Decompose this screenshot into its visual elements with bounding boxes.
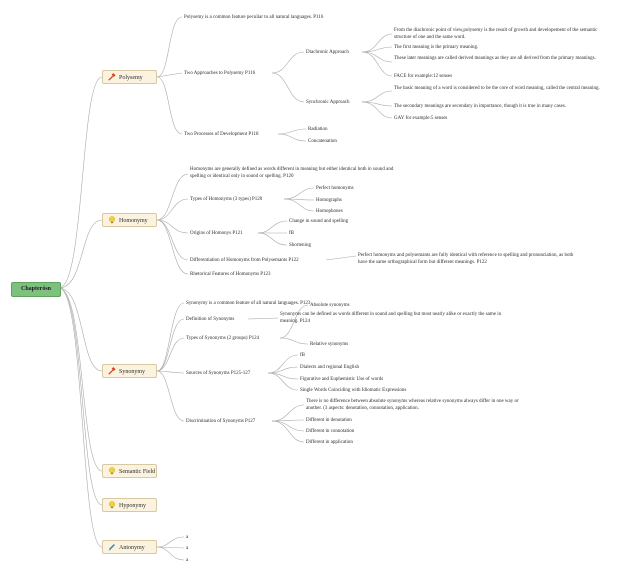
diachronic-item[interactable]: The first meaning is the primary meaning… <box>394 45 479 50</box>
synonym-discrimination[interactable]: Discrimination of Synonyms P127 <box>186 419 256 424</box>
topic-polysemy[interactable]: Polysemy <box>102 70 157 84</box>
homonym-origins[interactable]: Origins of Homonys P121 <box>190 231 243 236</box>
antonymy-item[interactable]: a <box>186 558 189 563</box>
synchronic-item[interactable]: GAY for example:5 senses <box>394 116 448 121</box>
synonym-types[interactable]: Types of Synonyms (2 groups) P124 <box>186 336 260 341</box>
synonym-sources[interactable]: Sources of Synonyms P125-127 <box>186 371 251 376</box>
source-item[interactable]: fB <box>300 353 305 358</box>
hammer-icon <box>108 366 116 375</box>
topic-label: Polysemy <box>119 75 143 81</box>
lightbulb-icon <box>109 466 115 474</box>
synchronic-item[interactable]: The secondary meanings are secondary in … <box>394 104 567 109</box>
antonymy-item[interactable]: a <box>186 535 189 540</box>
polysemy-processes[interactable]: Two Processes of Development P118 <box>184 132 259 137</box>
hammer-icon <box>108 72 116 81</box>
homonym-type-item[interactable]: Homophones <box>316 209 343 214</box>
discrimination-item[interactable]: There is no difference between absolute … <box>306 399 519 411</box>
synchronic-item[interactable]: The basic meaning of a word is considere… <box>394 86 600 91</box>
antonymy-item[interactable]: a <box>186 546 189 551</box>
discrimination-item[interactable]: Different in denotation <box>306 418 352 423</box>
topic-hyponymy[interactable]: Hyponymy <box>102 498 157 512</box>
topic-label: Hyponymy <box>119 503 146 509</box>
synonymy-common-note[interactable]: Synonymy is a common feature of all natu… <box>186 301 311 306</box>
polysemy-approaches[interactable]: Two Approaches to Polysemy P116 <box>184 71 256 76</box>
topic-label: Antonymy <box>119 545 145 551</box>
topic-label: Synonymy <box>119 369 146 375</box>
topic-label: Semantic Field <box>119 469 156 475</box>
central-topic[interactable]: Chapterósn <box>11 282 61 297</box>
origin-item[interactable]: Change in sound and spelling <box>289 219 349 224</box>
discrimination-item[interactable]: Different in application <box>306 440 353 445</box>
pen-icon <box>108 543 115 550</box>
source-item[interactable]: Single Words Coinciding with Idiomatic E… <box>300 388 407 393</box>
source-item[interactable]: Figurative and Euphemistic Use of words <box>300 377 384 382</box>
source-item[interactable]: Dialects and regional English <box>300 365 360 370</box>
synonym-type-item[interactable]: Absolute synonyms <box>310 303 350 308</box>
polysemy-common-note[interactable]: Polysemy is a common feature peculiar to… <box>184 15 324 20</box>
diachronic-item[interactable]: From the diachronic point of view,polyse… <box>394 28 598 40</box>
homonym-type-item[interactable]: Homographs <box>316 198 342 203</box>
lightbulb-icon <box>109 500 115 508</box>
origin-item[interactable]: Shortening <box>289 243 311 248</box>
homonym-differentiation[interactable]: Differentiation of Homonyms from Polysem… <box>190 258 299 263</box>
homonym-rhetorical[interactable]: Rhetorical Features of Homonyms P123 <box>190 272 271 277</box>
lightbulb-icon <box>109 215 115 223</box>
synchronic-approach[interactable]: Synchronic Approach <box>306 100 350 105</box>
topic-homonymy[interactable]: Homonymy <box>102 213 157 227</box>
topic-label: Homonymy <box>119 218 148 224</box>
topic-semantic-field[interactable]: Semantic Field <box>102 464 157 478</box>
process-item[interactable]: Concatenation <box>308 139 337 144</box>
topic-synonymy[interactable]: Synonymy <box>102 364 157 378</box>
process-item[interactable]: Radiation <box>308 127 328 132</box>
diachronic-approach[interactable]: Diachronic Approach <box>306 50 349 55</box>
topic-antonymy[interactable]: Antonymy <box>102 540 157 554</box>
synonym-type-item[interactable]: Relative synonyms <box>310 342 349 347</box>
discrimination-item[interactable]: Different in connotation <box>306 429 355 434</box>
homonym-types[interactable]: Types of Homonyms (3 types) P120 <box>190 197 263 202</box>
synonym-definition-text[interactable]: Synonyms can be defined as words differe… <box>280 312 502 324</box>
homonymy-definition[interactable]: Homonyms are generally defined as words … <box>190 167 394 179</box>
homonym-type-item[interactable]: Perfect homonyms <box>316 186 354 191</box>
differentiation-text[interactable]: Perfect homonyms and polysemants are ful… <box>358 253 574 265</box>
origin-item[interactable]: fB <box>289 231 294 236</box>
synonym-definition[interactable]: Definition of Synonyms <box>186 317 235 322</box>
diachronic-item[interactable]: These later meanings are called derived … <box>394 56 596 61</box>
diachronic-item[interactable]: FACE for example:12 senses <box>394 74 453 79</box>
